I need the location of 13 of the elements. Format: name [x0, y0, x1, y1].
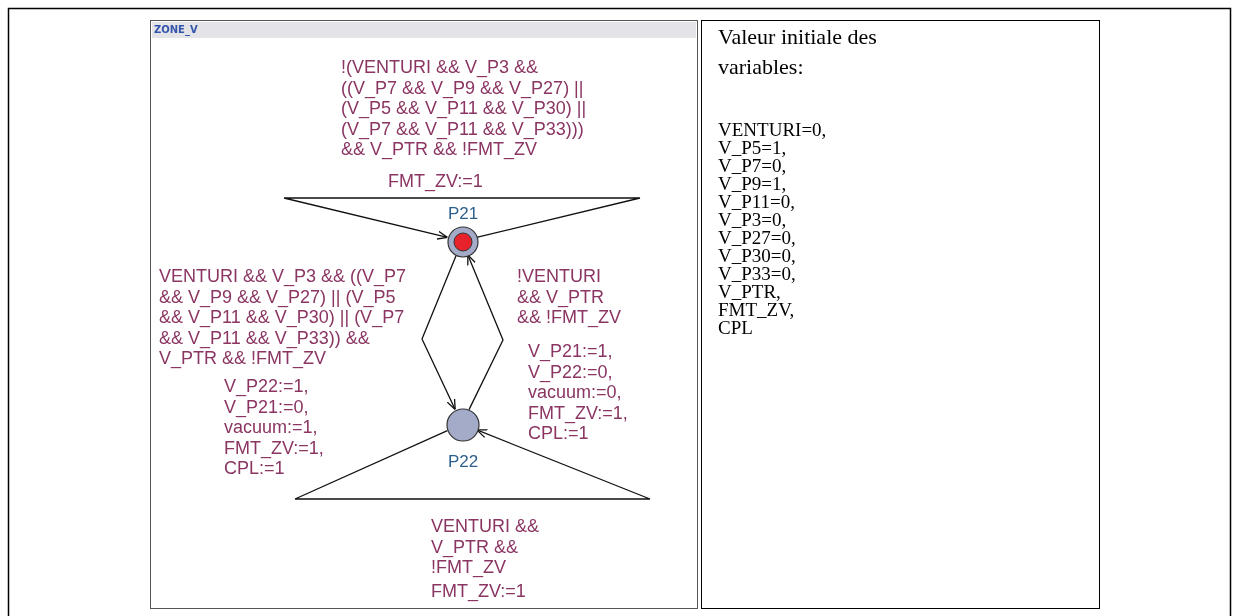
guard-label: !VENTURI && V_PTR && !FMT_ZV [517, 266, 623, 328]
transition-arrow [421, 254, 457, 411]
location-name: P22 [446, 453, 480, 471]
location-name: P21 [446, 205, 480, 223]
self-loop-arrow [294, 429, 651, 500]
variables-box [701, 20, 1100, 609]
variable-list: VENTURI=0, V_P5=1, V_P7=0, V_P9=1, V_P11=0, V_P3=0, V_P27=0, V_P30=0, V_P33=0, V_PTR, FMT_ZV, CPL [718, 121, 830, 337]
template-name: ZONE_V [152, 22, 696, 38]
template-panel [150, 20, 698, 609]
transition-arrow [467, 254, 504, 411]
guard-label: VENTURI && V_PTR && !FMT_ZV [431, 516, 541, 578]
self-loop-arrow [283, 197, 641, 240]
box-heading: Valeur initiale des variables: [718, 23, 878, 81]
